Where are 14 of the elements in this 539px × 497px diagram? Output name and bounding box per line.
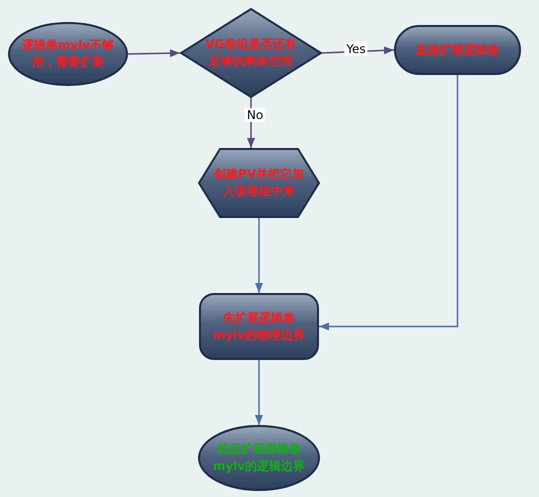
edge-label: No — [244, 108, 266, 122]
arrow — [319, 75, 458, 330]
arrow — [255, 218, 263, 293]
arrow — [322, 46, 394, 54]
node-label: 然后扩展逻辑卷mylv的逻辑边界 — [212, 441, 306, 475]
node-label: 逻辑卷mylv不够用，需要扩展 — [20, 37, 116, 71]
edge-label: Yes — [344, 42, 368, 56]
node-label: 直接扩展逻辑卷 — [414, 42, 500, 58]
arrow — [128, 49, 180, 58]
node-label: 创建PV并把它加入该卷组中来 — [212, 166, 306, 200]
node-label: VG卷组是否还有足够的剩余空间 — [204, 36, 298, 70]
arrow — [255, 360, 263, 425]
arrow — [247, 98, 255, 148]
node-label: 先扩展逻辑卷mylv的物理边界 — [212, 310, 306, 344]
